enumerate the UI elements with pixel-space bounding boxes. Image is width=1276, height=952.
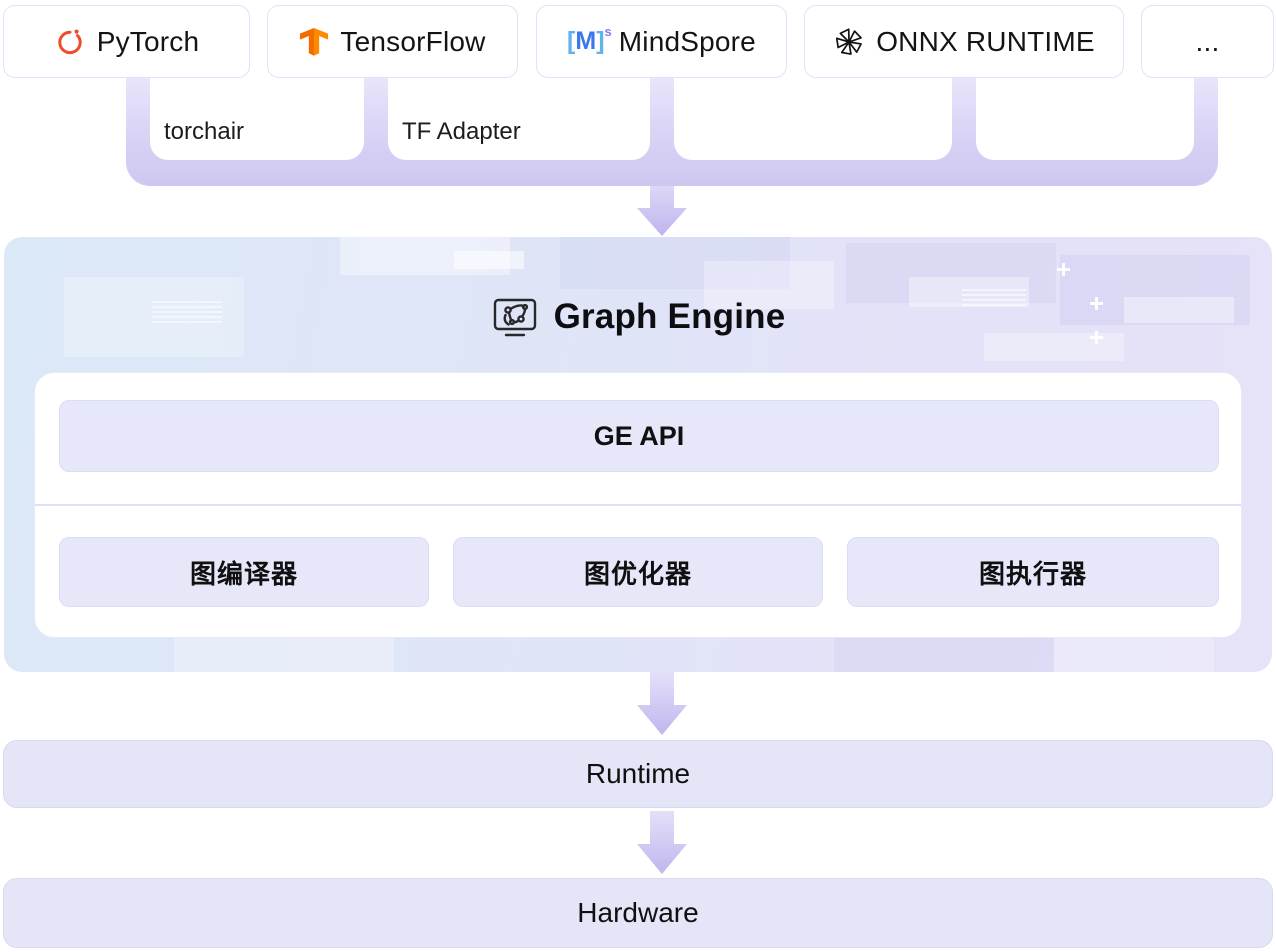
adapter-label-torchair: torchair — [164, 118, 245, 145]
ms-right-bracket: ] — [596, 27, 605, 55]
down-arrow-icon — [637, 672, 687, 735]
framework-box-mindspore: [M]s MindSpore — [536, 5, 787, 78]
ms-superscript: s — [604, 24, 612, 39]
graph-engine-title: Graph Engine — [553, 297, 786, 336]
ms-letter: M — [575, 27, 597, 55]
runtime-bar: Runtime — [3, 740, 1273, 808]
framework-connector: torchair TF Adapter — [126, 78, 1218, 186]
tensorflow-icon — [299, 26, 329, 58]
connector-gap — [976, 78, 1194, 160]
mosaic-tile — [1124, 297, 1234, 323]
hardware-label: Hardware — [577, 897, 699, 928]
framework-box-onnx-runtime: ONNX RUNTIME — [804, 5, 1124, 78]
mosaic-tile — [454, 251, 524, 269]
plus-mark — [1057, 263, 1070, 276]
ge-api-bar: GE API — [59, 400, 1219, 472]
card-divider — [35, 504, 1241, 506]
connector-gap: torchair — [150, 78, 364, 160]
framework-label: ONNX RUNTIME — [876, 25, 1095, 57]
mosaic-tile — [560, 237, 790, 289]
mosaic-tile — [1060, 255, 1250, 325]
graph-monitor-icon — [491, 295, 539, 339]
graph-engine-panel: Graph Engine GE API 图编译器 图优化器 图执行器 — [4, 237, 1272, 672]
framework-label: PyTorch — [96, 25, 200, 57]
plus-mark — [1090, 331, 1103, 344]
framework-box-pytorch: PyTorch — [3, 5, 250, 78]
framework-label-ellipsis: ... — [1195, 25, 1220, 57]
plus-mark — [1090, 297, 1103, 310]
framework-label: TensorFlow — [340, 25, 486, 57]
mosaic-tile — [704, 261, 834, 309]
framework-box-tensorflow: TensorFlow — [267, 5, 518, 78]
ms-left-bracket: [ — [567, 27, 576, 55]
framework-box-more: ... — [1141, 5, 1274, 78]
runtime-label: Runtime — [585, 758, 691, 789]
connector-gap: TF Adapter — [388, 78, 650, 160]
framework-label: MindSpore — [618, 25, 756, 57]
module-graph-executor: 图执行器 — [847, 537, 1219, 607]
mosaic-tile — [834, 633, 1054, 672]
module-graph-compiler: 图编译器 — [59, 537, 429, 607]
mosaic-stripes — [152, 301, 222, 323]
pytorch-flame-icon — [54, 26, 86, 58]
down-arrow-icon — [637, 186, 687, 236]
module-graph-optimizer: 图优化器 — [453, 537, 823, 607]
mosaic-tile — [174, 635, 394, 672]
down-arrow-icon — [637, 811, 687, 874]
adapter-label-tf-adapter: TF Adapter — [402, 118, 521, 145]
onnx-pinwheel-icon — [833, 26, 865, 58]
hardware-bar: Hardware — [3, 878, 1273, 948]
graph-engine-title-row: Graph Engine — [4, 291, 1272, 343]
mosaic-stripes — [962, 289, 1026, 309]
connector-gap — [674, 78, 952, 160]
mindspore-bracket-icon: [M]s — [567, 25, 612, 55]
graph-engine-card: GE API 图编译器 图优化器 图执行器 — [34, 372, 1242, 638]
